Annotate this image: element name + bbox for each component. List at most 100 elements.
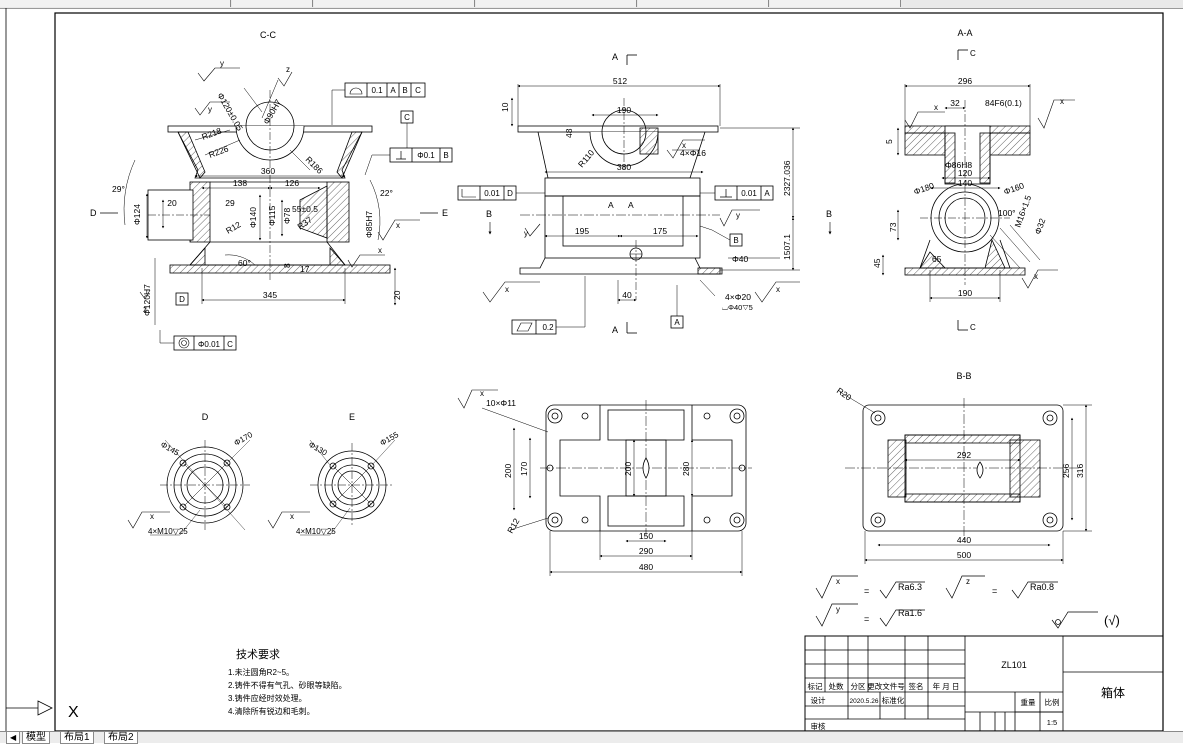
dim-text: 4×Φ16 [680,148,706,158]
gdt-value: 0.01 [484,189,500,198]
dim-text: Φ160 [1002,180,1025,197]
dim-text: 1507.1 [782,234,792,260]
dim-text: 256 [1061,464,1071,478]
dim-text: 126 [285,178,299,188]
dim-text: Φ120H7 [142,284,152,316]
drawing-canvas[interactable]: C-C [0,8,1183,731]
roughness-label: x [150,512,154,521]
dim-text: R12 [505,516,522,535]
legend-value: Ra6.3 [898,582,922,592]
datum-label: C [404,113,410,122]
roughness-label: x [1034,272,1038,281]
dim-text: R20 [835,385,854,402]
section-label-e: E [349,412,355,422]
dim-text: 440 [957,535,971,545]
dim-text: 500 [957,550,971,560]
roughness-legend: x = Ra6.3 z = Ra0.8 y = Ra1.6 (√) [815,575,1120,629]
dim-text: 8 [282,263,292,268]
tab-layout2[interactable]: 布局2 [104,732,138,744]
dim-text: 5 [884,139,894,144]
dim-text: 29 [225,198,235,208]
dim-text: Φ180 [912,180,935,197]
gdt-value: Φ0.1 [417,151,435,160]
dim-text: Φ140 [248,207,258,228]
dim-text: Φ32 [1032,217,1047,236]
dim-text: 190 [617,105,631,115]
view-d[interactable]: D Φ145 Φ170 4×M10▽25 x [127,412,255,536]
tb-header: 签名 [909,681,924,691]
gdt-ref: C [227,340,233,349]
topbar-segment[interactable] [0,0,231,7]
dim-text: ⌴Φ40▽5 [722,303,753,312]
dim-text: 2327.036 [782,160,792,196]
dim-text: 200 [503,464,513,478]
dim-text: 175 [653,226,667,236]
ucs-x-label: X [68,704,79,721]
section-label: A [612,325,618,335]
gdt-flatness-bottom-frame[interactable]: 0.2 A [511,276,684,335]
dim-text: 40 [622,290,632,300]
dim-text: 100° [998,208,1016,218]
datum-label: A [674,318,680,327]
dim-text: 120 [958,168,972,178]
roughness-label: x [934,103,938,112]
dim-text: 296 [958,76,972,86]
section-label: D [90,208,97,218]
roughness-label: y [220,59,224,68]
dim-text: 290 [639,546,653,556]
topbar-segment[interactable] [232,0,313,7]
dim-text: R110 [576,148,596,170]
view-section-bb[interactable]: B-B 292 440 500 256 316 R20 [835,371,1092,564]
view-top[interactable]: 150 290 480 200 170 200 280 10×Φ11 R12 x [457,389,752,576]
dim-text: 170 [519,462,529,476]
dim-text: 45 [872,258,882,268]
topbar-segment[interactable] [314,0,475,7]
dim-text: 32 [950,98,960,108]
title-block: 标记 处数 分区 更改文件号 签名 年 月 日 设计 2020.5.26 标准化… [804,635,1164,731]
gdt-value: Φ0.01 [198,340,221,349]
gdt-ref: A [390,86,396,95]
topbar-segment[interactable] [770,0,901,7]
gdt-value: 0.2 [542,323,554,332]
dim-text: Φ170 [233,430,255,448]
tb-scale-value: 1:5 [1047,718,1057,727]
gdt-flatness-frame[interactable]: 0.01 D [457,185,545,201]
section-label-d: D [202,412,209,422]
gdt-concentricity-frame[interactable]: Φ0.01 C D [159,292,237,351]
dim-text: 17 [300,264,310,274]
dim-text: Φ86H8 [945,160,972,170]
dim-text: 4×M10▽25 [296,527,336,536]
topbar-segment[interactable] [638,0,769,7]
tab-model[interactable]: 模型 [22,732,50,744]
dim-text: Φ40 [732,254,749,264]
gdt-perpendicularity-frame-b[interactable]: 0.01 A B [699,185,774,247]
section-label: B [826,209,832,219]
topbar-segment[interactable] [476,0,637,7]
window-topbar [0,0,1183,9]
dim-text: 55±0.5 [292,204,318,214]
roughness-label: z [143,305,147,314]
roughness-label: x [480,389,484,398]
svg-text:=: = [992,586,997,596]
gdt-ref: B [443,151,448,160]
tab-layout1[interactable]: 布局1 [60,732,94,744]
gdt-profile-frame[interactable]: 0.1 A B C [331,82,426,125]
roughness-label: x [776,285,780,294]
dim-text: 190 [958,288,972,298]
note-line: 1.未注圆角R2~5。 [228,667,294,677]
tab-scroll-left[interactable]: ◀ [6,732,21,744]
tb-header: 标记 [808,681,823,691]
view-section-cc[interactable]: C-C [90,30,453,351]
section-label-cc: C-C [260,30,276,40]
note-line: 3.铸件应经时效处理。 [228,693,307,703]
tb-weight: 重量 [1021,698,1037,707]
dim-text: 60° [238,258,251,268]
ucs-icon: X [6,700,79,721]
gdt-ref: A [764,189,770,198]
section-label: B [486,209,492,219]
dim-text: 10×Φ11 [486,398,516,408]
view-e[interactable]: E Φ130 Φ155 4×M10▽25 x [267,412,401,536]
gdt-perpendicularity-frame[interactable]: Φ0.1 B C [364,110,453,176]
view-front[interactable]: A A [457,52,832,335]
view-section-aa[interactable]: A-A 296 [872,28,1075,332]
